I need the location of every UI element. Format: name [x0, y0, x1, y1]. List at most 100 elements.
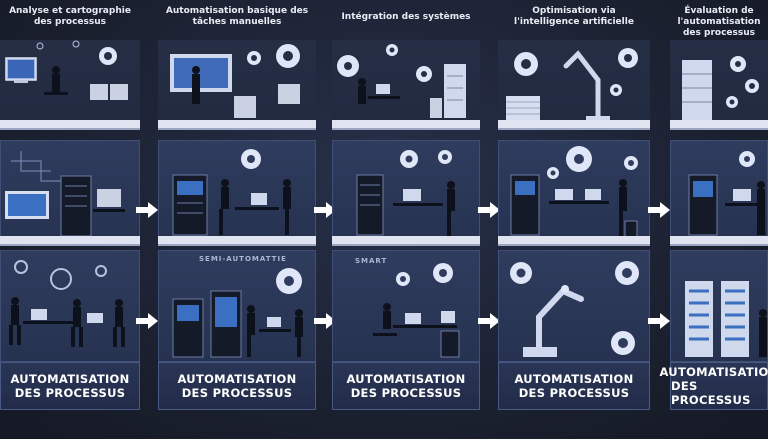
- stage-label-line1: AUTOMATISATION: [177, 372, 297, 386]
- stage-label-line1: AUTOMATISATION: [659, 365, 768, 379]
- stage-label-line1: AUTOMATISATION: [514, 372, 634, 386]
- person-icon: [219, 179, 291, 235]
- gear-icon: [514, 48, 638, 96]
- stage-low-panel: [0, 250, 140, 362]
- stage-label-3: AUTOMATISATION DES PROCESSUS: [332, 362, 480, 410]
- stage-low-panel: [498, 250, 650, 362]
- stage-column-2: Automatisation basique des tâches manuel…: [158, 0, 316, 439]
- stage-top-panel: [0, 40, 140, 130]
- desk-icon: [23, 321, 73, 324]
- stage-mid-panel: [0, 140, 140, 242]
- gear-icon: [739, 151, 755, 167]
- workstation-scene: [337, 44, 466, 118]
- desk-icon: [549, 201, 609, 204]
- stage-title-3: Intégration des systèmes: [341, 12, 471, 22]
- stage-column-3: Intégration des systèmes: [332, 0, 480, 439]
- robot-arm-icon: [563, 50, 601, 121]
- stage-top-panel: [670, 40, 768, 130]
- desk-icon: [368, 96, 400, 99]
- person-icon: [192, 66, 200, 74]
- gear-icon: [396, 263, 453, 286]
- board-text: SEMI-AUTOMATTIE: [199, 255, 287, 263]
- arrow-right-icon: [648, 313, 670, 329]
- machine-scene: [172, 268, 303, 358]
- bookshelf-icon: [685, 281, 749, 357]
- shelf-divider: [670, 236, 768, 244]
- person-icon: [757, 181, 765, 189]
- stage-top-panel: [498, 40, 650, 130]
- stage-label-line2: DES PROCESSUS: [518, 386, 630, 400]
- workstation-scene: [170, 44, 300, 118]
- person-icon: [52, 66, 60, 74]
- shelf-divider: [498, 120, 650, 128]
- shelf-divider: [0, 236, 140, 244]
- stage-top-panel: [332, 40, 480, 130]
- gear-icon: [547, 146, 638, 179]
- server-scene: [688, 151, 765, 236]
- desk-icon: [725, 203, 765, 206]
- stage-mid-panel: [158, 140, 316, 242]
- desk-icon: [235, 207, 279, 210]
- stage-label-2: AUTOMATISATION DES PROCESSUS: [158, 362, 316, 410]
- archive-scene: [685, 281, 767, 357]
- gear-icon: [400, 150, 452, 168]
- shelf-divider: [498, 236, 650, 244]
- stage-top-panel: [158, 40, 316, 130]
- desk-icon: [93, 209, 125, 212]
- robot-scene: [510, 261, 639, 357]
- workstation-scene: [5, 40, 128, 100]
- robot-arm-icon: [536, 287, 584, 350]
- gear-icon: [241, 149, 261, 169]
- gear-icon: [99, 47, 117, 65]
- stage-label-line2: DES PROCESSUS: [350, 386, 462, 400]
- arrow-right-icon: [136, 313, 158, 329]
- stage-label-line2: DES PROCESSUS: [14, 386, 126, 400]
- arrow-right-icon: [478, 313, 500, 329]
- stage-label-line2: DES PROCESSUS: [181, 386, 293, 400]
- desk-icon: [393, 203, 443, 206]
- bookshelf-icon: [682, 60, 712, 122]
- stage-label-5: AUTOMATISATION DES PROCESSUS: [659, 362, 768, 410]
- archive-scene: [682, 56, 759, 122]
- stage-title-1: Analyse et cartographie des processus: [9, 6, 131, 27]
- gear-icon: [726, 56, 759, 108]
- stage-low-panel: SMART: [332, 250, 480, 362]
- stage-label-4: AUTOMATISATION DES PROCESSUS: [498, 362, 650, 410]
- gear-icon: [510, 261, 639, 355]
- arrow-right-icon: [314, 313, 336, 329]
- stage-title-4: Optimisation via l'intelligence artifici…: [514, 6, 634, 27]
- stage-title-5: Évaluation de l'automatisation des proce…: [677, 6, 761, 38]
- team-scene: [9, 260, 125, 347]
- arrow-right-icon: [648, 202, 670, 218]
- server-scene: [510, 146, 638, 240]
- person-icon: [9, 297, 125, 347]
- stage-label-line1: AUTOMATISATION: [10, 372, 130, 386]
- person-icon: [383, 303, 391, 311]
- arrow-right-icon: [314, 202, 336, 218]
- server-scene: [356, 150, 455, 237]
- desk-icon: [393, 325, 457, 328]
- person-icon: [447, 181, 455, 189]
- server-scene: [172, 149, 291, 236]
- person-icon: [247, 305, 303, 357]
- server-rack-icon: [444, 64, 466, 118]
- robot-scene: [506, 48, 638, 122]
- stage-low-panel: [670, 250, 768, 362]
- gear-icon: [247, 44, 300, 68]
- stage-column-5: Évaluation de l'automatisation des proce…: [659, 0, 768, 439]
- stage-label-line2: DES PROCESSUS: [671, 379, 751, 407]
- stage-mid-panel: [498, 140, 650, 242]
- stage-mid-panel: [332, 140, 480, 242]
- shelf-divider: [158, 236, 316, 244]
- person-icon: [759, 309, 767, 317]
- stage-low-panel: SEMI-AUTOMATTIE: [158, 250, 316, 362]
- board-text: SMART: [355, 257, 388, 265]
- stage-title-2: Automatisation basique des tâches manuel…: [165, 6, 309, 27]
- shelf-divider: [0, 120, 140, 128]
- shelf-divider: [332, 120, 480, 128]
- stage-column-4: Optimisation via l'intelligence artifici…: [498, 0, 650, 439]
- arrow-right-icon: [478, 202, 500, 218]
- gear-icon: [276, 268, 302, 294]
- shelf-divider: [158, 120, 316, 128]
